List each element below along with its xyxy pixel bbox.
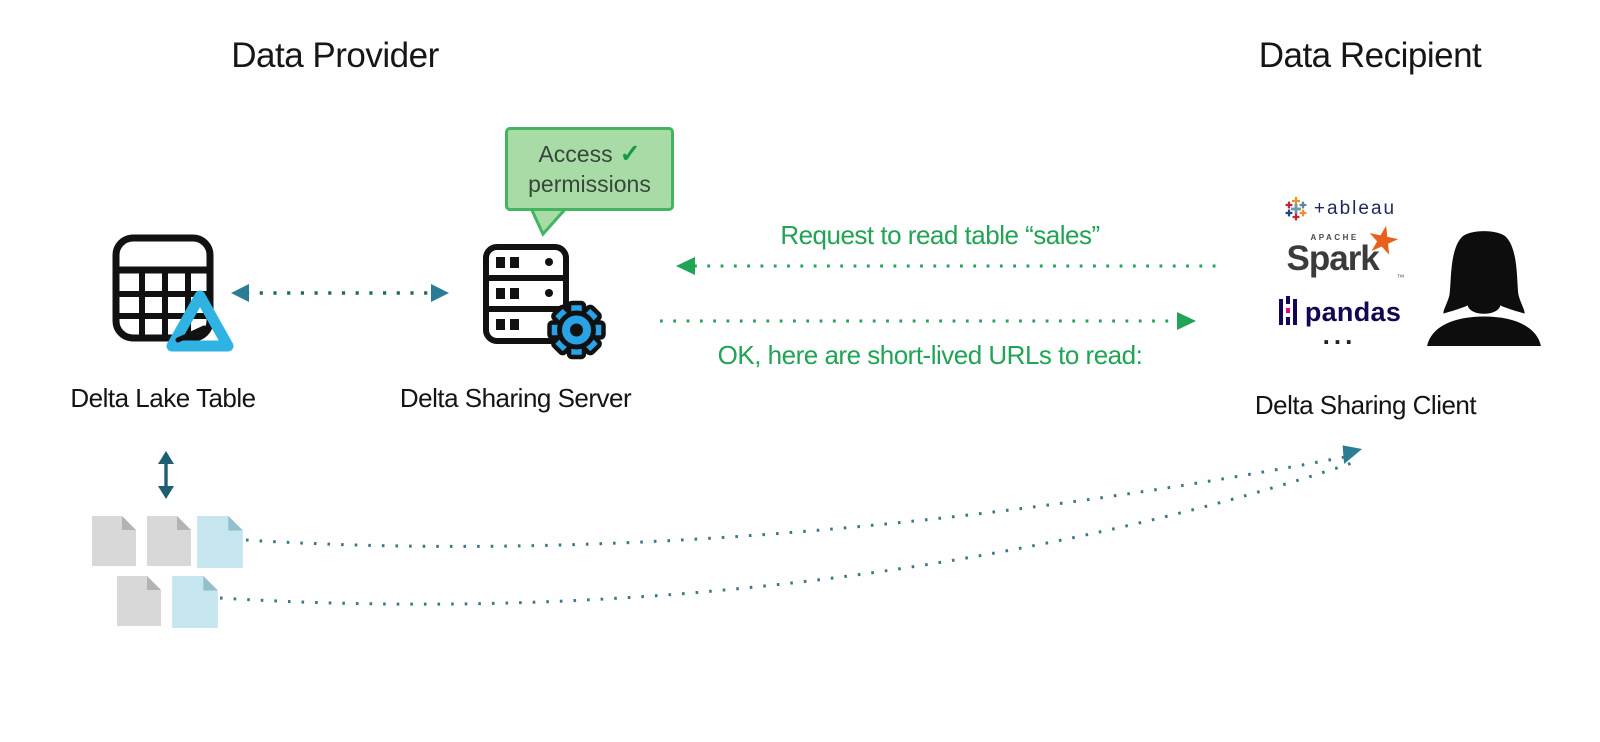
gear-icon [547, 300, 606, 360]
file-url-curve-2 [219, 461, 1353, 606]
spark-logo: APACHE Spark ★ ™ [1281, 217, 1405, 286]
delta-lake-logo [166, 290, 234, 352]
client-arrowhead [1342, 445, 1362, 465]
table-files-arrowhead-down [158, 486, 174, 499]
file-icon-gray [147, 516, 191, 566]
bubble-access-text: Access [538, 141, 613, 168]
delta-sharing-server-label: Delta Sharing Server [399, 383, 632, 413]
access-permissions-bubble: Access ✓ permissions [505, 127, 674, 211]
file-url-curve-1 [245, 454, 1351, 548]
file-icon-blue [197, 516, 243, 568]
file-icon-gray [117, 576, 161, 626]
more-clients-ellipsis: ... [1322, 320, 1357, 350]
person-icon [1427, 231, 1541, 346]
pandas-logo: pandas [1278, 296, 1401, 328]
delta-lake-table-label: Delta Lake Table [70, 383, 256, 413]
delta-sharing-server-icon [483, 244, 606, 360]
spark-apache-text: APACHE [1310, 233, 1359, 242]
table-server-arrowhead-right [431, 284, 449, 302]
data-provider-title: Data Provider [231, 36, 439, 75]
pandas-icon [1278, 296, 1297, 325]
request-message: Request to read table “sales” [780, 220, 1100, 250]
checkmark-icon: ✓ [619, 140, 641, 168]
spark-wordmark: Spark [1286, 239, 1380, 278]
tableau-icon [1285, 197, 1307, 221]
bubble-permissions-text: permissions [528, 171, 651, 198]
spark-trademark: ™ [1396, 273, 1405, 282]
tableau-wordmark: +ableau [1313, 198, 1397, 219]
pandas-wordmark: pandas [1304, 296, 1402, 327]
request-arrowhead [676, 257, 695, 275]
file-icon-gray [92, 516, 136, 566]
file-icon-blue [172, 576, 218, 628]
client-logos: +ableau APACHE Spark ★ ™ pandas ... [1252, 196, 1427, 350]
delta-sharing-client-label: Delta Sharing Client [1254, 390, 1477, 420]
data-recipient-title: Data Recipient [1258, 36, 1482, 75]
response-message: OK, here are short-lived URLs to read: [717, 340, 1143, 370]
tableau-logo: +ableau [1283, 196, 1396, 222]
response-arrowhead [1177, 312, 1196, 330]
table-files-arrowhead-up [158, 451, 174, 464]
spark-star-icon: ★ [1362, 216, 1405, 266]
